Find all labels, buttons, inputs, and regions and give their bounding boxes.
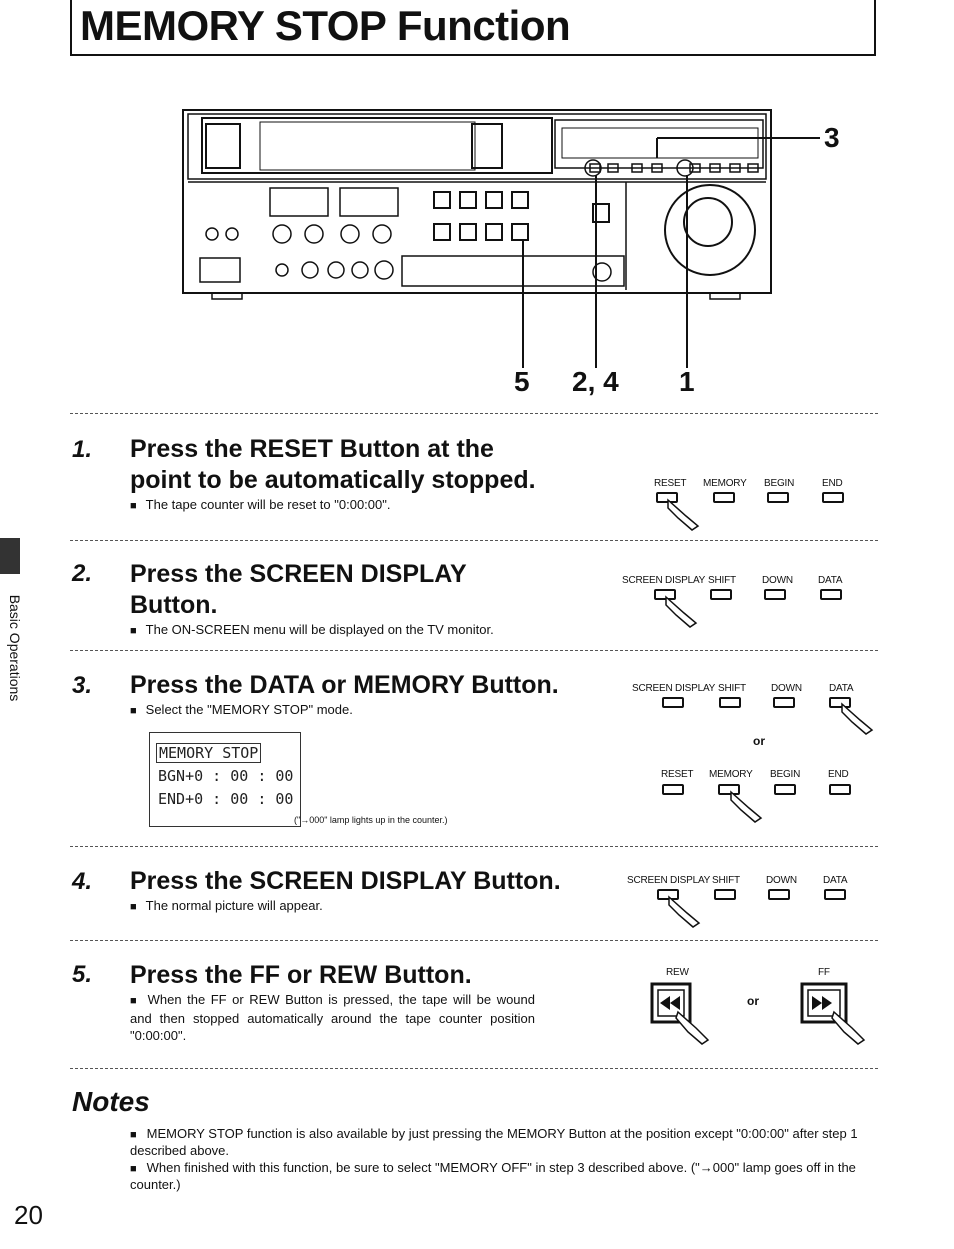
osd-memory-stop: MEMORY STOP: [156, 743, 262, 763]
pressing-finger-icon: [665, 595, 698, 628]
screen-display-button[interactable]: [662, 697, 684, 708]
fast-forward-button[interactable]: [800, 982, 870, 1046]
memory-button[interactable]: [713, 492, 735, 503]
callout-3: 3: [824, 122, 840, 153]
step-3-number: 3.: [72, 672, 93, 699]
data-button[interactable]: [829, 697, 851, 708]
note-item: When finished with this function, be sur…: [130, 1160, 880, 1193]
step-2-bullet: The ON-SCREEN menu will be displayed on …: [130, 621, 494, 640]
button-label-ff: FF: [818, 967, 830, 978]
vcr-front-panel-diagram: [182, 109, 820, 368]
screen-display-button[interactable]: [654, 589, 676, 600]
title-box: MEMORY STOP Function: [70, 0, 876, 56]
osd-lamp-note: ("→000" lamp lights up in the counter.): [294, 815, 448, 825]
begin-button[interactable]: [767, 492, 789, 503]
button-label-memory: MEMORY: [709, 769, 753, 780]
on-screen-menu-box: MEMORY STOP BGN+0 : 00 : 00 END+0 : 00 :…: [149, 732, 301, 827]
pressing-finger-icon: [667, 498, 700, 531]
button-label-reset: RESET: [661, 769, 694, 780]
begin-button[interactable]: [774, 784, 796, 795]
button-label-memory: MEMORY: [703, 478, 747, 489]
sidebar-section-label: Basic Operations: [7, 594, 23, 702]
divider: [70, 650, 878, 651]
step-2-number: 2.: [72, 560, 93, 587]
divider: [70, 540, 878, 541]
down-button[interactable]: [764, 589, 786, 600]
step-5-heading: Press the FF or REW Button.: [130, 961, 472, 989]
divider: [70, 940, 878, 941]
button-label-screen-display: SCREEN DISPLAY: [632, 683, 716, 694]
button-label-reset: RESET: [654, 478, 687, 489]
osd-end-line: END+0 : 00 : 00: [158, 790, 294, 808]
sidebar-tab-marker: [0, 538, 20, 574]
pressing-finger-icon: [668, 895, 701, 928]
data-button[interactable]: [820, 589, 842, 600]
step-4-number: 4.: [72, 868, 93, 895]
divider: [70, 1068, 878, 1069]
callout-2-4: 2, 4: [572, 366, 619, 397]
end-button[interactable]: [829, 784, 851, 795]
button-label-shift: SHIFT: [712, 875, 740, 886]
callout-5: 5: [514, 366, 530, 397]
memory-button[interactable]: [718, 784, 740, 795]
step-2-heading-line1: Press the SCREEN DISPLAY: [130, 560, 467, 588]
pressing-finger-icon: [730, 790, 763, 823]
button-label-shift: SHIFT: [708, 575, 736, 586]
button-label-rew: REW: [666, 967, 689, 978]
down-button[interactable]: [773, 697, 795, 708]
notes-heading: Notes: [72, 1086, 150, 1117]
shift-button[interactable]: [710, 589, 732, 600]
page-title: MEMORY STOP Function: [80, 2, 571, 49]
end-button[interactable]: [822, 492, 844, 503]
button-label-screen-display: SCREEN DISPLAY: [627, 875, 711, 886]
button-label-down: DOWN: [762, 575, 793, 586]
or-text: or: [753, 734, 765, 748]
button-label-shift: SHIFT: [718, 683, 746, 694]
button-label-data: DATA: [818, 575, 843, 586]
button-label-data: DATA: [823, 875, 848, 886]
rewind-button[interactable]: [650, 982, 714, 1046]
step-1-number: 1.: [72, 436, 93, 463]
button-label-end: END: [822, 478, 843, 489]
step-4-heading: Press the SCREEN DISPLAY Button.: [130, 867, 561, 895]
step-3-heading: Press the DATA or MEMORY Button.: [130, 671, 559, 699]
step-3-bullet: Select the "MEMORY STOP" mode.: [130, 701, 353, 720]
button-label-down: DOWN: [771, 683, 802, 694]
callout-1: 1: [679, 366, 695, 397]
step-5-bullet: When the FF or REW Button is pressed, th…: [130, 991, 535, 1044]
reset-button[interactable]: [656, 492, 678, 503]
osd-begin-line: BGN+0 : 00 : 00: [158, 767, 294, 785]
step-1-heading-line1: Press the RESET Button at the: [130, 435, 494, 463]
data-button[interactable]: [824, 889, 846, 900]
button-label-begin: BEGIN: [770, 769, 801, 780]
step-5-number: 5.: [72, 961, 93, 988]
divider: [70, 846, 878, 847]
note-item: MEMORY STOP function is also available b…: [130, 1126, 880, 1159]
step-1-heading-line2: point to be automatically stopped.: [130, 466, 536, 494]
divider: [70, 413, 878, 414]
button-label-data: DATA: [829, 683, 854, 694]
step-1-bullet: The tape counter will be reset to "0:00:…: [130, 496, 391, 515]
shift-button[interactable]: [719, 697, 741, 708]
page-number: 20: [14, 1200, 43, 1230]
shift-button[interactable]: [714, 889, 736, 900]
button-label-down: DOWN: [766, 875, 797, 886]
button-label-screen-display: SCREEN DISPLAY: [622, 575, 706, 586]
down-button[interactable]: [768, 889, 790, 900]
step-4-bullet: The normal picture will appear.: [130, 897, 323, 916]
button-label-begin: BEGIN: [764, 478, 795, 489]
reset-button[interactable]: [662, 784, 684, 795]
or-text: or: [747, 994, 759, 1008]
screen-display-button[interactable]: [657, 889, 679, 900]
button-label-end: END: [828, 769, 849, 780]
step-2-heading-line2: Button.: [130, 591, 218, 619]
pressing-finger-icon: [841, 702, 874, 735]
